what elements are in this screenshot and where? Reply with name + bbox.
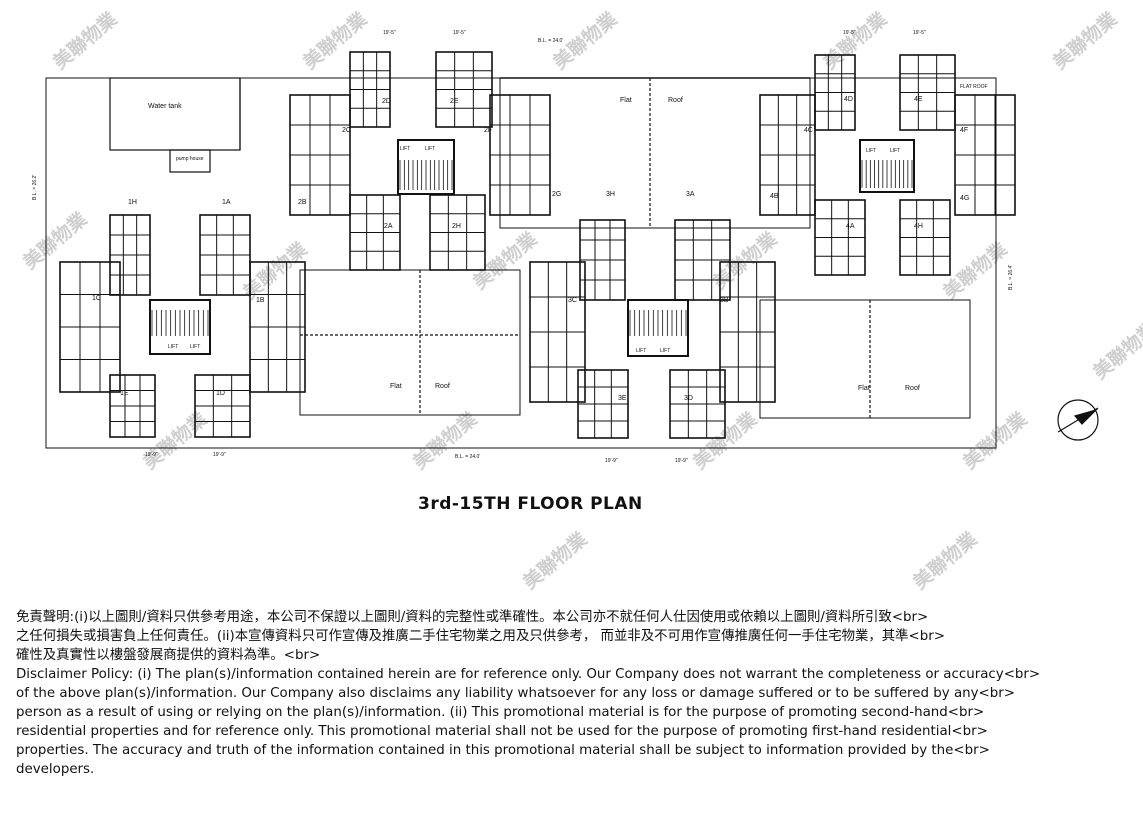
unit-label: 4A — [846, 223, 855, 230]
unit-label: 1B — [256, 297, 265, 304]
top-dimension-a: 19'-5" — [383, 30, 396, 36]
flat-roof-box-label: FLAT ROOF — [960, 84, 988, 90]
disclaimer-line: residential properties and for reference… — [16, 724, 988, 739]
lift-label-2: LIFT — [425, 146, 435, 152]
watermark-text: 美聯物業 — [408, 407, 482, 474]
floor-plan-drawing: 美聯物業美聯物業美聯物業美聯物業美聯物業美聯物業美聯物業美聯物業美聯物業美聯物業… — [18, 7, 1143, 594]
unit-label: 1E — [120, 390, 129, 397]
unit-label: 3C — [568, 297, 577, 304]
unit-label: 2B — [298, 199, 307, 206]
unit-label: 3E — [618, 395, 627, 402]
unit-label: 1H — [128, 199, 137, 206]
unit-label: 2D — [382, 98, 391, 105]
unit-label: 2C — [342, 127, 351, 134]
unit-label: 4D — [844, 96, 853, 103]
flat-roof-label-2: Flat — [390, 383, 402, 390]
unit-label: 1D — [216, 390, 225, 397]
top-dimension-d: 19'-5" — [913, 30, 926, 36]
bottom-dimension-c: 19'-9" — [605, 458, 618, 464]
lift-label-7: LIFT — [866, 148, 876, 154]
watermark-text: 美聯物業 — [518, 527, 592, 594]
unit-label: 2H — [452, 223, 461, 230]
unit-label: 4F — [960, 127, 968, 134]
unit-label: 1C — [92, 295, 101, 302]
lift-label-3: LIFT — [168, 344, 178, 350]
unit-label: 3B — [720, 297, 729, 304]
disclaimer-line: of the above plan(s)/information. Our Co… — [16, 686, 1016, 701]
bottom-dimension-a: 19'-9" — [145, 452, 158, 458]
watermark-text: 美聯物業 — [1088, 317, 1143, 384]
watermark-text: 美聯物業 — [468, 227, 542, 294]
right-side-dimension: B.L. = 26.4' — [1008, 265, 1014, 290]
unit-label: 1A — [222, 199, 231, 206]
unit-label: 4G — [960, 195, 969, 202]
roof-label: Roof — [668, 97, 683, 104]
left-side-dimension: B.L. = 26.2' — [32, 175, 38, 200]
lift-label-4: LIFT — [190, 344, 200, 350]
lift-label-6: LIFT — [660, 348, 670, 354]
bottom-dimension-d: 19'-9" — [675, 458, 688, 464]
watermark-text: 美聯物業 — [18, 207, 92, 274]
unit-label: 4H — [914, 223, 923, 230]
disclaimer-line: 之任何損失或損害負上任何責任。(ii)本宣傳資料只可作宣傳及推廣二手住宅物業之用… — [16, 629, 945, 644]
lift-label-5: LIFT — [636, 348, 646, 354]
watermark-text: 美聯物業 — [298, 7, 372, 74]
unit-label: 3A — [686, 191, 695, 198]
water-tank-label: Water tank — [148, 103, 182, 110]
bottom-dimension-b: 19'-9" — [213, 452, 226, 458]
watermark-text: 美聯物業 — [958, 407, 1032, 474]
disclaimer-text: 免責聲明:(i)以上圖則/資料只供參考用途，本公司不保證以上圖則/資料的完整性或… — [16, 608, 1143, 823]
watermark-text: 美聯物業 — [1048, 7, 1122, 74]
north-arrow-icon — [1057, 399, 1099, 441]
unit-label: 4E — [914, 96, 923, 103]
top-dimension-b: 19'-5" — [453, 30, 466, 36]
disclaimer-line: 免責聲明:(i)以上圖則/資料只供參考用途，本公司不保證以上圖則/資料的完整性或… — [16, 610, 929, 625]
unit-label: 3H — [606, 191, 615, 198]
unit-label: 3D — [684, 395, 693, 402]
lift-label-8: LIFT — [890, 148, 900, 154]
disclaimer-line: properties. The accuracy and truth of th… — [16, 743, 990, 758]
top-overall-dimension: B.L. = 24.0' — [538, 38, 563, 44]
lift-label-1: LIFT — [400, 146, 410, 152]
unit-label: 2F — [484, 127, 492, 134]
unit-label: 2G — [552, 191, 561, 198]
disclaimer-line: person as a result of using or relying o… — [16, 705, 985, 720]
watermark-text: 美聯物業 — [138, 407, 212, 474]
pump-house-label: pump house — [176, 156, 204, 162]
floor-plan-area: 美聯物業美聯物業美聯物業美聯物業美聯物業美聯物業美聯物業美聯物業美聯物業美聯物業… — [18, 7, 1143, 594]
roof-label-3: Roof — [905, 385, 920, 392]
bottom-overall-dimension: B.L. = 24.0' — [455, 454, 480, 460]
watermark-text: 美聯物業 — [48, 7, 122, 74]
watermark-text: 美聯物業 — [908, 527, 982, 594]
unit-label: 2A — [384, 223, 393, 230]
floor-plan-title: 3rd-15TH FLOOR PLAN — [418, 494, 643, 514]
unit-label: 2E — [450, 98, 459, 105]
disclaimer-line: developers. — [16, 762, 95, 777]
flat-roof-label-3: Flat — [858, 385, 870, 392]
disclaimer-line: Disclaimer Policy: (i) The plan(s)/infor… — [16, 667, 1041, 682]
unit-label: 4C — [804, 127, 813, 134]
disclaimer-line: 確性及真實性以樓盤發展商提供的資料為準。<br> — [16, 648, 321, 663]
flat-roof-label: Flat — [620, 97, 632, 104]
unit-label: 4B — [770, 193, 779, 200]
roof-label-2: Roof — [435, 383, 450, 390]
top-dimension-c: 19'-5" — [843, 30, 856, 36]
